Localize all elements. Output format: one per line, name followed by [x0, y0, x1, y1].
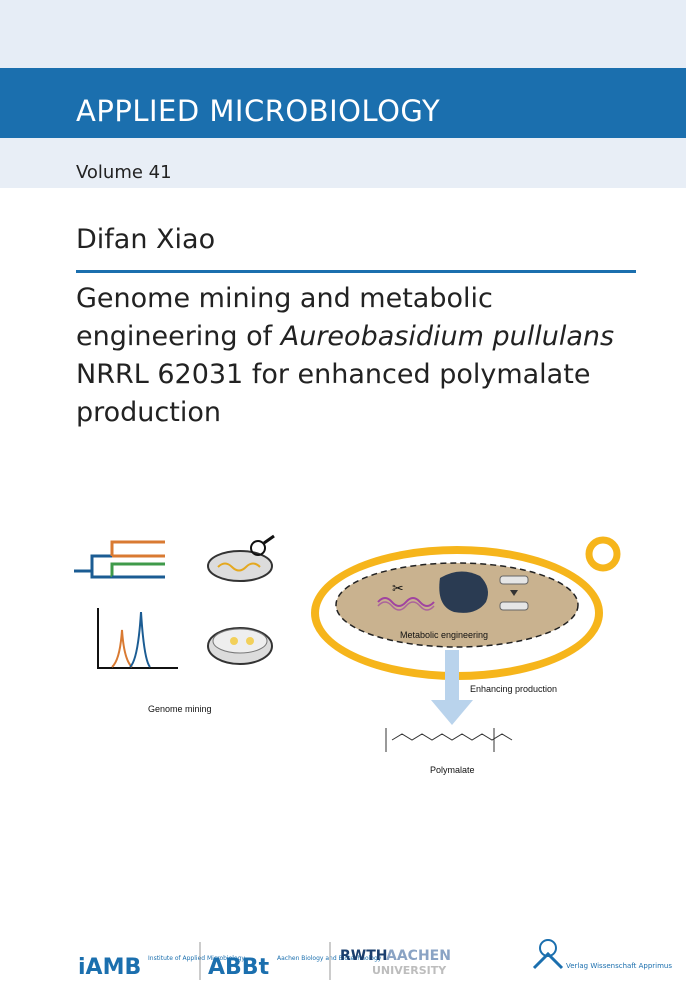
top-margin — [0, 0, 686, 68]
iamb-logo-text: iAMB — [78, 955, 141, 980]
polymalate-label: Polymalate — [430, 765, 475, 775]
volume-label: Volume 41 — [76, 162, 172, 183]
publisher-logo-text: Verlag Wissenschaft Apprimus — [566, 962, 672, 970]
phylogenetic-tree-icon — [74, 540, 165, 579]
iamb-logo-subtitle: Institute of Applied Microbiology — [148, 955, 245, 962]
book-title-part2: NRRL 62031 for enhanced polymalate produ… — [76, 359, 591, 428]
series-banner: APPLIED MICROBIOLOGY — [0, 68, 686, 138]
publisher-logo-icon — [532, 939, 564, 970]
polymalate-structure-icon — [385, 728, 513, 752]
title-rule — [76, 270, 636, 273]
institution-logos: iAMB Institute of Applied Microbiology A… — [78, 939, 672, 980]
petri-dish-icon — [207, 627, 273, 665]
author-name: Difan Xiao — [76, 224, 216, 255]
scissors-icon: ✂ — [392, 581, 404, 597]
metabolic-engineering-label: Metabolic engineering — [400, 630, 488, 640]
book-title-part1: Genome mining and metabolic engineering … — [76, 283, 493, 352]
yeast-cell-icon: ✂ — [311, 536, 621, 680]
abbt-logo-text: ABBt — [208, 955, 270, 980]
down-arrow-icon — [431, 650, 473, 725]
graphical-abstract: Genome mining ✂ Metabolic engineering En… — [74, 534, 621, 775]
book-title: Genome mining and metabolic engineering … — [76, 280, 656, 432]
petri-dish-magnifier-icon — [207, 534, 275, 582]
enhancing-production-label: Enhancing production — [470, 684, 557, 694]
chromatogram-icon — [97, 608, 178, 669]
series-title: APPLIED MICROBIOLOGY — [76, 94, 441, 128]
book-title-species: Aureobasidium pullulans — [280, 321, 615, 352]
aachen-logo-text: AACHEN — [386, 948, 451, 964]
genome-mining-label: Genome mining — [148, 704, 212, 714]
volume-banner: Volume 41 — [0, 138, 686, 188]
abbt-logo-subtitle: Aachen Biology and Biotechnology — [277, 955, 382, 962]
university-logo-text: UNIVERSITY — [372, 964, 447, 977]
rwth-logo-text: RWTH — [340, 948, 388, 964]
